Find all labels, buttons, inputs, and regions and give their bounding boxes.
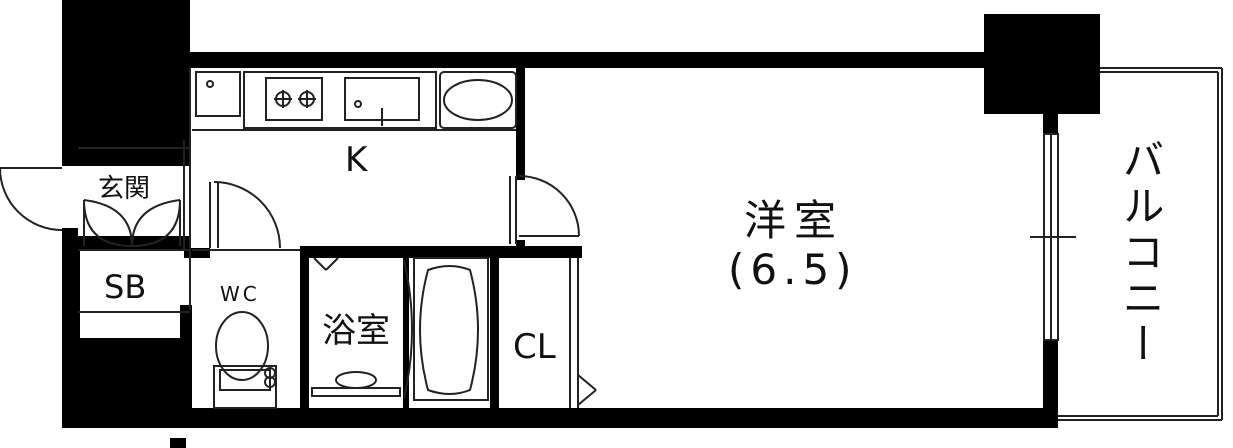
closet-label: CL: [513, 327, 556, 367]
washbasin-icon: [439, 71, 517, 129]
interior-lines: [78, 67, 1223, 421]
bathroom-label: 浴室: [322, 311, 390, 351]
entrance-door-icon: [0, 167, 181, 248]
western-room-label: 洋室: [744, 196, 845, 245]
shoe-box-label: SB: [104, 268, 147, 306]
sink-icon: [344, 77, 420, 126]
toilet-door-icon: [209, 181, 281, 249]
bathroom-door-icon: [313, 257, 339, 271]
stove-icon: [243, 71, 437, 129]
toilet-label: WC: [220, 282, 260, 306]
bath-washbasin-icon: [311, 371, 401, 397]
bathtub-icon: [403, 257, 489, 401]
refrigerator-icon: [195, 71, 241, 117]
western-room-size: (6.5): [728, 245, 858, 294]
kitchen-door-icon: [509, 175, 580, 244]
north-arrow-icon: [170, 438, 186, 448]
walls: [62, 0, 1100, 428]
window-icon: [1030, 133, 1076, 341]
entrance-label: 玄関: [98, 174, 151, 204]
balcony-label: バルコニー: [1116, 138, 1165, 368]
kitchen-label: K: [345, 140, 368, 180]
toilet-icon: [213, 311, 277, 409]
